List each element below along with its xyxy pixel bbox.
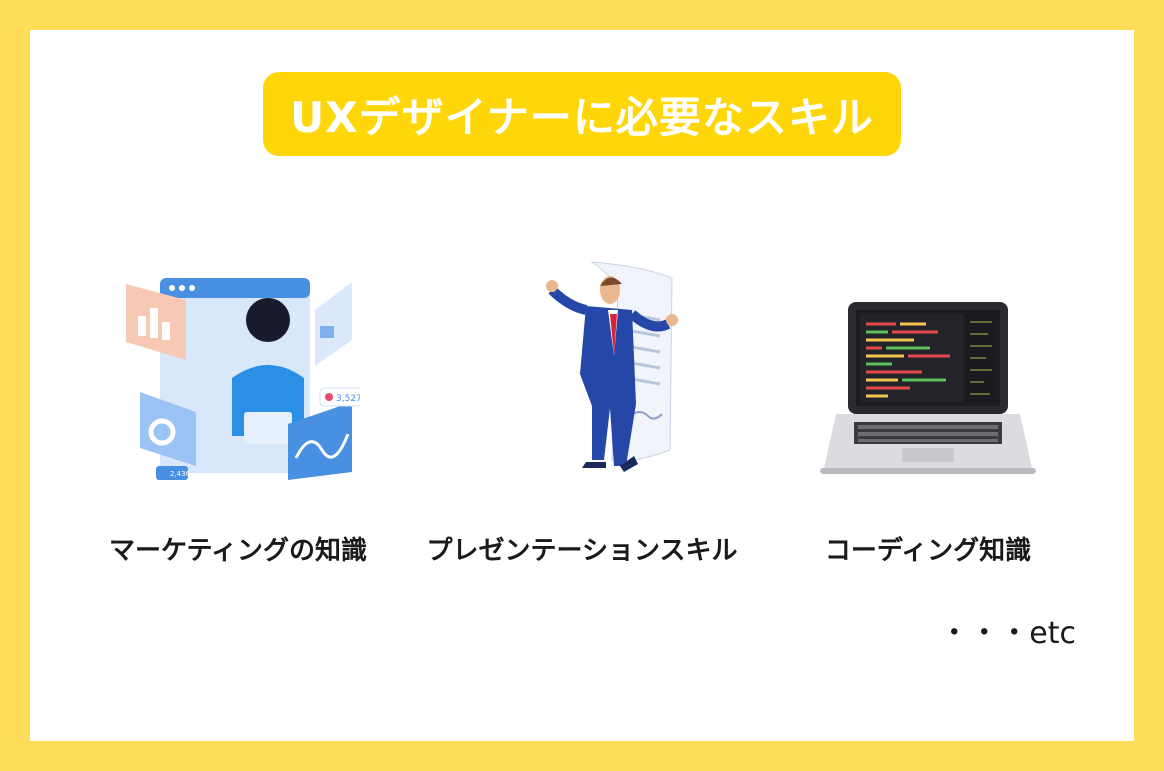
presenter-businessman-icon — [546, 261, 678, 472]
marketing-heart-count: 3,527 — [336, 394, 360, 404]
title-banner: UXデザイナーに必要なスキル — [263, 72, 901, 156]
page-title: UXデザイナーに必要なスキル — [290, 92, 874, 142]
marketing-analytics-icon: 3,527 2,436 — [126, 278, 360, 480]
marketing-like-count: 2,436 — [170, 470, 191, 478]
skill-label-coding: コーディング知識 — [824, 536, 1032, 566]
skill-label-presentation: プレゼンテーションスキル — [426, 536, 738, 566]
laptop-code-icon — [820, 302, 1036, 474]
skill-label-marketing: マーケティングの知識 — [109, 536, 367, 566]
etc-label: ・・・etc — [939, 616, 1076, 651]
content-card: UXデザイナーに必要なスキル 3,527 2,436 — [30, 30, 1134, 741]
